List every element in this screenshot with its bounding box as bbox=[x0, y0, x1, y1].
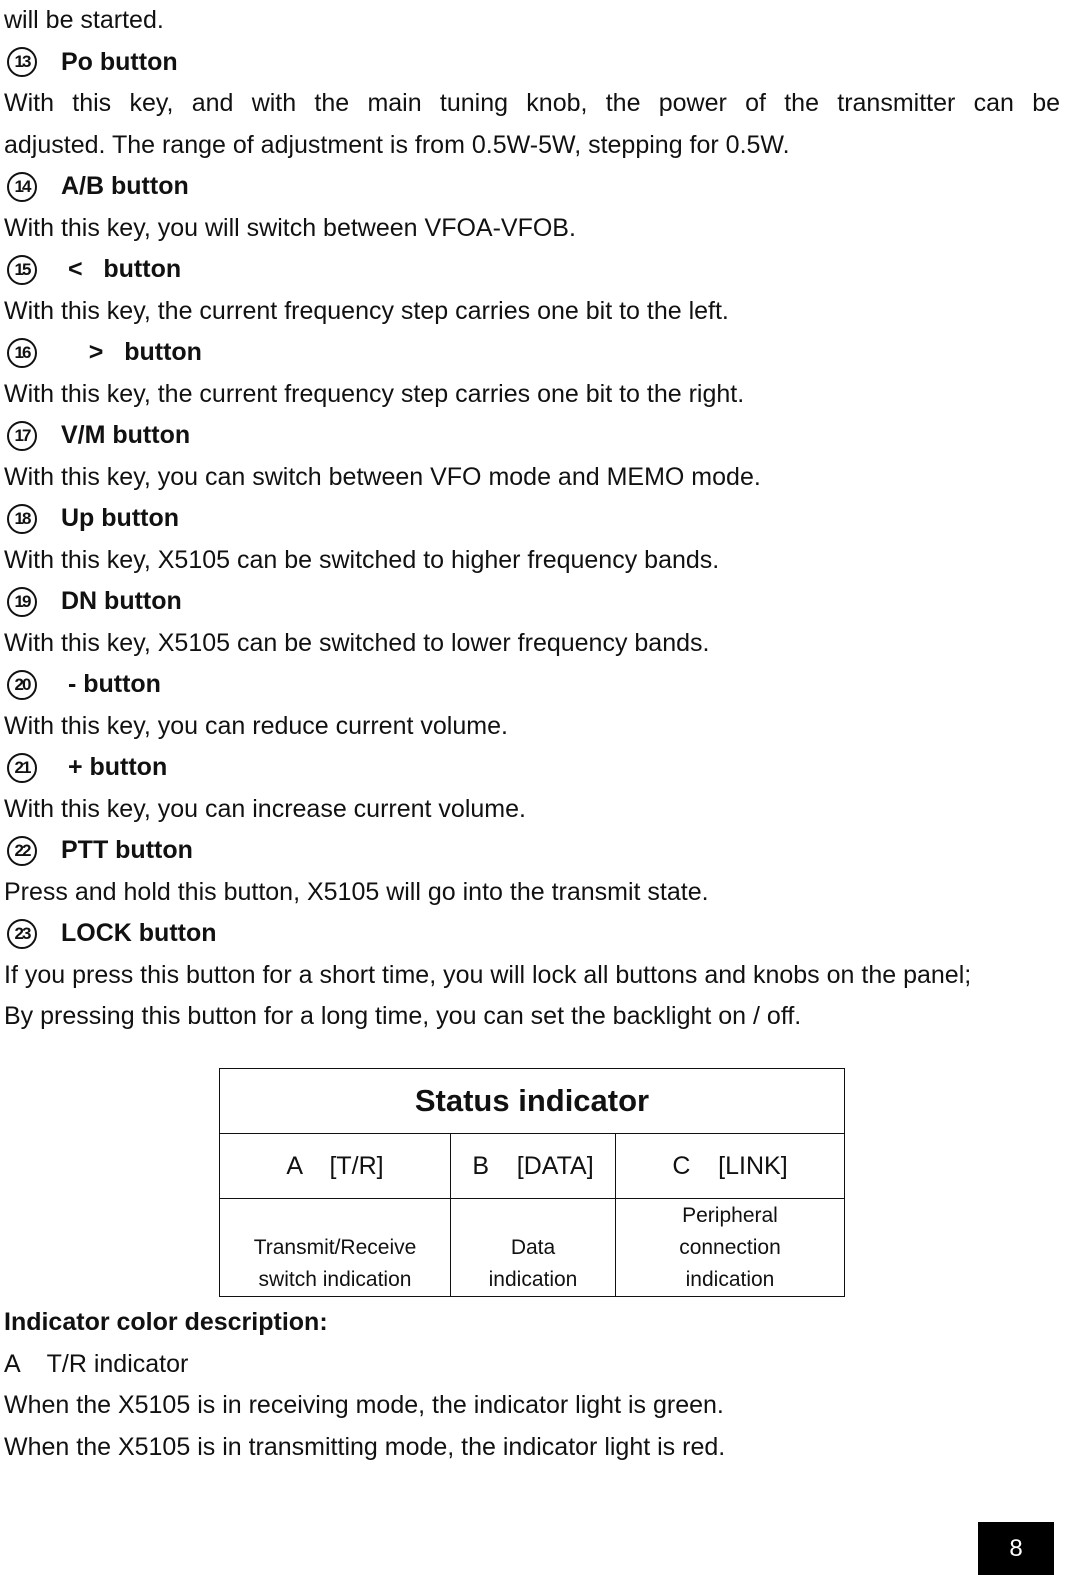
indicator-section: Indicator color description: A T/R indic… bbox=[4, 1302, 1060, 1468]
item-desc: With this key, and with the main tuning … bbox=[4, 89, 1060, 117]
item-desc: With this key, the current frequency ste… bbox=[4, 379, 745, 408]
item-dn-button: 19 DN button bbox=[4, 581, 1060, 623]
item-desc: With this key, you will switch between V… bbox=[4, 213, 576, 242]
table-header-c: C [LINK] bbox=[615, 1133, 845, 1199]
circled-number: 23 bbox=[7, 918, 37, 949]
intro-line: will be started. bbox=[4, 6, 164, 34]
item-vm-button: 17 V/M button bbox=[4, 415, 1060, 457]
status-indicator-table: Status indicator A [T/R] B [DATA] C [LIN… bbox=[219, 1068, 845, 1297]
cell-line: Transmit/Receive bbox=[253, 1236, 417, 1259]
item-title: - button bbox=[61, 670, 161, 699]
item-minus-button: 20 - button bbox=[4, 664, 1060, 706]
section-line: When the X5105 is in receiving mode, the… bbox=[4, 1391, 724, 1419]
circled-number: 22 bbox=[7, 835, 37, 866]
circled-number: 21 bbox=[7, 752, 37, 783]
section-subheading: A T/R indicator bbox=[4, 1349, 189, 1378]
item-desc: By pressing this button for a long time,… bbox=[4, 1002, 802, 1030]
circled-number: 19 bbox=[7, 586, 37, 617]
item-title: + button bbox=[61, 753, 168, 782]
circled-number: 16 bbox=[7, 337, 37, 368]
section-line: When the X5105 is in transmitting mode, … bbox=[4, 1432, 726, 1461]
item-po-button: 13 Po button bbox=[4, 42, 1060, 84]
table-cell-b: Data indication bbox=[450, 1198, 616, 1297]
table-header-a: A [T/R] bbox=[219, 1133, 451, 1199]
item-desc: With this key, X5105 can be switched to … bbox=[4, 545, 720, 574]
item-title: DN button bbox=[61, 587, 182, 616]
item-plus-button: 21 + button bbox=[4, 747, 1060, 789]
item-desc: adjusted. The range of adjustment is fro… bbox=[4, 130, 790, 159]
section-heading: Indicator color description: bbox=[4, 1308, 328, 1336]
item-desc: With this key, you can switch between VF… bbox=[4, 462, 761, 491]
circled-number: 14 bbox=[7, 171, 37, 202]
manual-page: will be started. 13 Po button With this … bbox=[4, 0, 1060, 1038]
item-desc: With this key, the current frequency ste… bbox=[4, 296, 729, 325]
item-lock-button: 23 LOCK button bbox=[4, 913, 1060, 955]
item-desc: With this key, you can reduce current vo… bbox=[4, 711, 508, 740]
item-title: A/B button bbox=[61, 172, 189, 201]
table-title: Status indicator bbox=[219, 1068, 845, 1134]
item-title: Up button bbox=[61, 504, 180, 533]
item-up-button: 18 Up button bbox=[4, 498, 1060, 540]
item-title: > button bbox=[61, 338, 202, 367]
table-cell-c: Peripheral connection indication bbox=[615, 1198, 845, 1297]
circled-number: 13 bbox=[7, 47, 37, 78]
circled-number: 17 bbox=[7, 420, 37, 451]
item-ptt-button: 22 PTT button bbox=[4, 830, 1060, 872]
cell-line: indication bbox=[488, 1268, 578, 1291]
item-title: < button bbox=[61, 255, 182, 284]
item-title: V/M button bbox=[61, 421, 191, 450]
item-ab-button: 14 A/B button bbox=[4, 166, 1060, 208]
item-left-button: 15 < button bbox=[4, 249, 1060, 291]
page-number: 8 bbox=[978, 1522, 1054, 1575]
item-desc: If you press this button for a short tim… bbox=[4, 960, 972, 989]
circled-number: 18 bbox=[7, 503, 37, 534]
table-header-b: B [DATA] bbox=[450, 1133, 616, 1199]
item-title: PTT button bbox=[61, 836, 193, 865]
item-desc: With this key, you can increase current … bbox=[4, 794, 526, 823]
item-right-button: 16 > button bbox=[4, 332, 1060, 374]
circled-number: 20 bbox=[7, 669, 37, 700]
item-desc: With this key, X5105 can be switched to … bbox=[4, 628, 710, 657]
table-cell-a: Transmit/Receive switch indication bbox=[219, 1198, 451, 1297]
cell-line: Peripheral bbox=[682, 1204, 778, 1227]
item-title: LOCK button bbox=[61, 919, 217, 948]
cell-line: connection bbox=[679, 1236, 781, 1259]
item-title: Po button bbox=[61, 47, 178, 76]
item-desc: Press and hold this button, X5105 will g… bbox=[4, 877, 709, 906]
cell-line: indication bbox=[685, 1268, 775, 1291]
cell-line: switch indication bbox=[258, 1268, 412, 1291]
cell-line: Data bbox=[510, 1236, 556, 1259]
circled-number: 15 bbox=[7, 254, 37, 285]
